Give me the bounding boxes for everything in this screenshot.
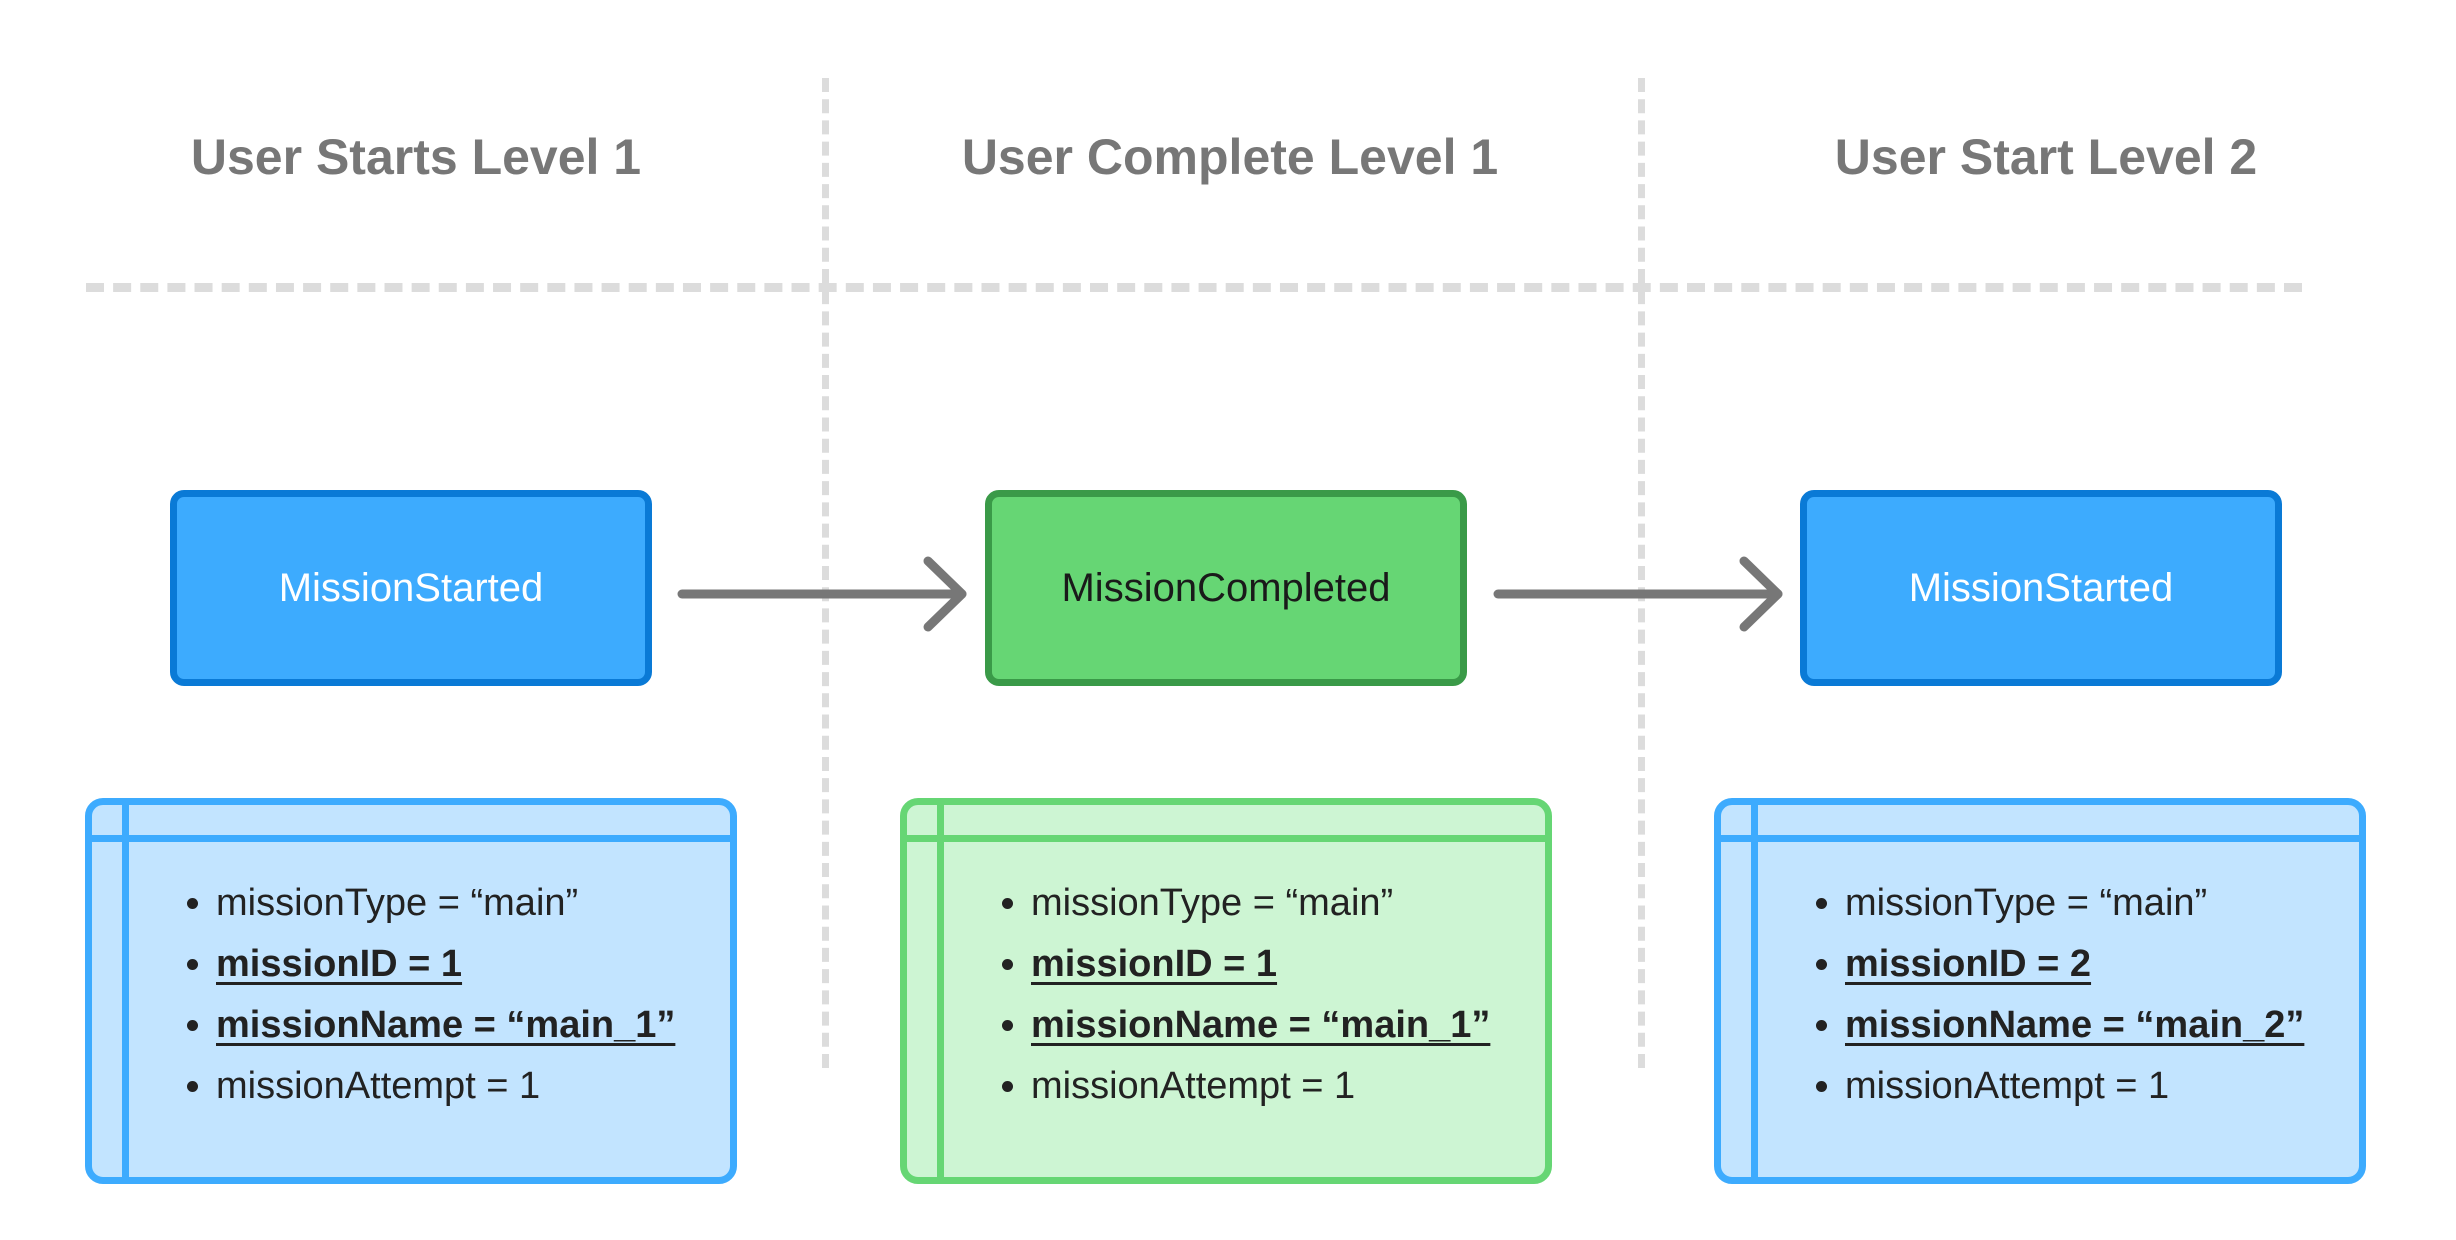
property-item: missionAttempt = 1 (1031, 1056, 1490, 1117)
property-item: missionID = 1 (1031, 934, 1490, 995)
column-title-1: User Starts Level 1 (190, 129, 642, 185)
properties-card-1: missionType = “main” missionID = 1 missi… (85, 798, 737, 1184)
property-item: missionType = “main” (1845, 873, 2304, 934)
event-box-mission-started-1: MissionStarted (170, 490, 652, 686)
column-divider-2 (1638, 78, 1645, 1068)
column-divider-1 (822, 78, 829, 1068)
event-box-mission-completed: MissionCompleted (985, 490, 1467, 686)
column-title-2: User Complete Level 1 (961, 129, 1499, 185)
property-list: missionType = “main” missionID = 1 missi… (172, 873, 675, 1117)
arrow-1-to-2-icon (677, 556, 967, 632)
property-item: missionType = “main” (216, 873, 675, 934)
event-label: MissionStarted (278, 565, 544, 610)
card-side-line (937, 805, 944, 1177)
card-header-line (1721, 835, 2359, 842)
card-side-line (122, 805, 129, 1177)
property-item: missionName = “main_1” (216, 995, 675, 1056)
card-side-line (1751, 805, 1758, 1177)
property-item: missionAttempt = 1 (216, 1056, 675, 1117)
property-item: missionID = 1 (216, 934, 675, 995)
property-list: missionType = “main” missionID = 1 missi… (987, 873, 1490, 1117)
property-item: missionName = “main_2” (1845, 995, 2304, 1056)
event-box-mission-started-2: MissionStarted (1800, 490, 2282, 686)
card-header-line (92, 835, 730, 842)
event-label: MissionCompleted (1061, 565, 1391, 610)
property-item: missionAttempt = 1 (1845, 1056, 2304, 1117)
arrow-2-to-3-icon (1493, 556, 1783, 632)
property-item: missionName = “main_1” (1031, 995, 1490, 1056)
event-label: MissionStarted (1908, 565, 2174, 610)
property-item: missionType = “main” (1031, 873, 1490, 934)
property-list: missionType = “main” missionID = 2 missi… (1801, 873, 2304, 1117)
properties-card-3: missionType = “main” missionID = 2 missi… (1714, 798, 2366, 1184)
card-header-line (907, 835, 1545, 842)
properties-card-2: missionType = “main” missionID = 1 missi… (900, 798, 1552, 1184)
column-title-3: User Start Level 2 (1834, 129, 2258, 185)
property-item: missionID = 2 (1845, 934, 2304, 995)
header-divider (86, 283, 2302, 292)
